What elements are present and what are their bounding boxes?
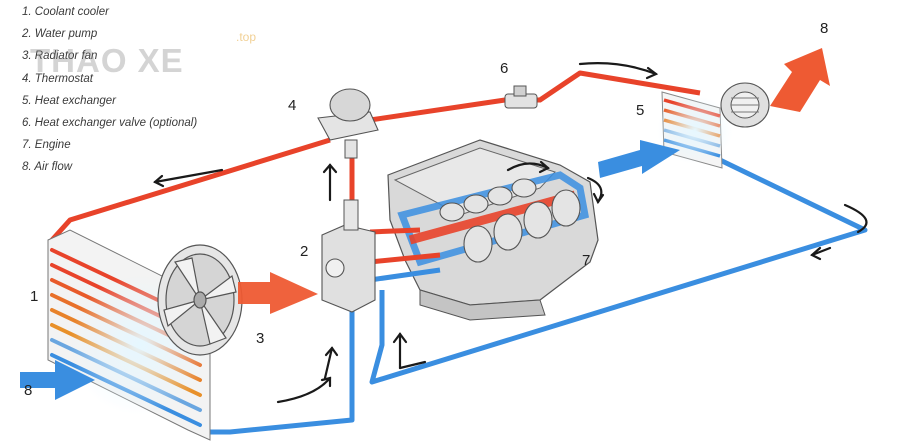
label-6: 6 bbox=[500, 60, 508, 77]
watermark-suffix: .top bbox=[236, 30, 256, 44]
label-2: 2 bbox=[300, 243, 308, 260]
legend-item-engine: 7. Engine bbox=[22, 137, 197, 159]
legend-item-heat-exchanger-valve: 6. Heat exchanger valve (optional) bbox=[22, 115, 197, 137]
watermark: THAO XE bbox=[30, 42, 184, 80]
label-4: 4 bbox=[288, 97, 296, 114]
label-7: 7 bbox=[582, 252, 590, 269]
radiator-fan bbox=[158, 245, 242, 355]
label-5: 5 bbox=[636, 102, 644, 119]
legend: 1. Coolant cooler 2. Water pump 3. Radia… bbox=[22, 4, 197, 182]
thermostat bbox=[318, 89, 378, 158]
label-1: 1 bbox=[30, 288, 38, 305]
legend-item-heat-exchanger: 5. Heat exchanger bbox=[22, 93, 197, 115]
legend-item-coolant-cooler: 1. Coolant cooler bbox=[22, 4, 197, 26]
label-8-right: 8 bbox=[820, 20, 828, 37]
heat-exchanger-valve bbox=[505, 86, 537, 108]
label-8-left: 8 bbox=[24, 382, 32, 399]
legend-item-air-flow: 8. Air flow bbox=[22, 159, 197, 181]
label-3: 3 bbox=[256, 330, 264, 347]
heat-exchanger bbox=[657, 83, 769, 168]
water-pump bbox=[322, 200, 375, 312]
